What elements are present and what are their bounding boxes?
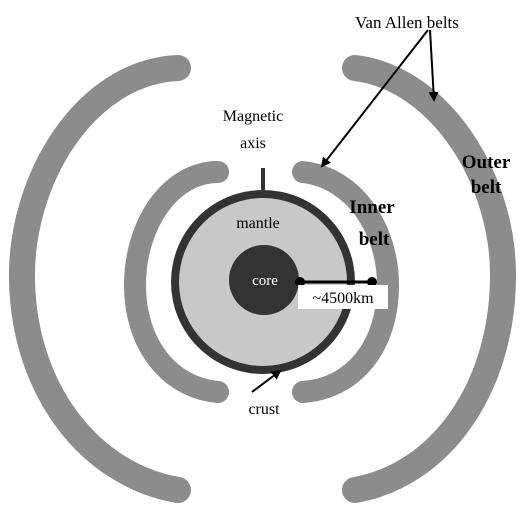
distance-label: ~4500km xyxy=(312,290,374,307)
outer-belt-label-line1: Outer xyxy=(462,152,511,173)
magnetic-axis-label-line2: axis xyxy=(240,135,266,152)
inner-belt-label-line2: belt xyxy=(359,229,390,250)
inner-belt-label-line1: Inner xyxy=(349,197,395,218)
mantle-label: mantle xyxy=(236,215,280,232)
outer-belt-label-line2: belt xyxy=(471,177,502,198)
outer-belt-left-arc xyxy=(22,68,178,490)
core-label: core xyxy=(252,273,278,289)
magnetic-axis-label-line1: Magnetic xyxy=(223,108,283,125)
crust-label: crust xyxy=(248,401,280,418)
crust-arrow xyxy=(252,371,280,392)
van-allen-belts-label: Van Allen belts xyxy=(355,13,459,32)
